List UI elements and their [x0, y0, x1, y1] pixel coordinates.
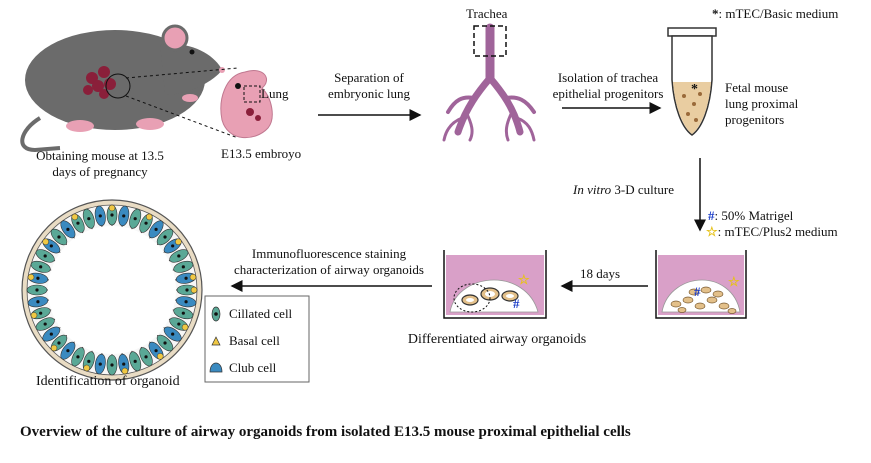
fetal-label-line-1: Fetal mouse [725, 80, 789, 95]
embryo-icon [220, 70, 273, 139]
organoid-basal-cell [181, 323, 189, 331]
legend-basal-label: Basal cell [229, 333, 280, 348]
lung-box [243, 85, 261, 103]
organoid-basal-cell [108, 204, 116, 212]
organoid-basal-cell [83, 364, 90, 372]
well-right-hash: # [694, 284, 701, 299]
fetal-label-line-2: lung proximal [725, 96, 799, 111]
organoid-basal-cell [50, 344, 58, 352]
organoid-basal-cell [71, 213, 79, 221]
well-middle-hash: # [513, 296, 520, 311]
fetal-label-line-3: progenitors [725, 112, 785, 127]
organoid-basal-cell [190, 286, 198, 294]
isolation-label-line-1: Isolation of trachea [557, 70, 659, 85]
organoid-basal-cell [42, 238, 49, 246]
zoom-line-top [125, 67, 239, 79]
organoid-basal-cell [30, 312, 38, 319]
matrigel-note: #: 50% Matrigel [708, 208, 794, 223]
separation-label-line-1: Separation of [334, 70, 404, 85]
culture-well-middle [443, 250, 547, 319]
uterus-embryos-icon [83, 66, 116, 99]
differentiated-label: Differentiated airway organoids [407, 332, 587, 347]
in-vitro-label: In vitro 3-D culture [573, 182, 674, 197]
hash-symbol: # [708, 208, 715, 223]
basic-medium-note: *: mTEC/Basic medium [712, 6, 839, 21]
zoom-line-bottom [125, 95, 239, 139]
tube-asterisk: * [691, 82, 698, 97]
identification-label: Identification of organoid [36, 374, 180, 389]
organoid-basal-cell [156, 353, 164, 360]
cell-legend-box [204, 295, 310, 383]
legend-ciliated-label: Cillated cell [229, 306, 293, 321]
pregnant-mouse-icon [20, 24, 225, 153]
organoid-basal-cell [145, 213, 153, 221]
immuno-label-line-2: characterization of airway organoids [234, 262, 424, 277]
asterisk-symbol: * [712, 6, 719, 21]
well-middle-star: ☆ [518, 272, 530, 287]
days-label: 18 days [580, 266, 621, 281]
separation-label-line-2: embryonic lung [328, 86, 410, 101]
trachea-box [473, 25, 507, 57]
immuno-label-line-1: Immunofluorescence staining [251, 246, 407, 261]
centrifuge-tube-icon [667, 27, 717, 136]
well-right-star: ☆ [728, 274, 740, 289]
plus2-medium-note: ☆: mTEC/Plus2 medium [706, 224, 838, 239]
star-symbol: ☆ [706, 224, 718, 239]
mouse-caption-line-1: Obtaining mouse at 13.5 [36, 148, 164, 163]
legend-club-label: Club cell [229, 360, 277, 375]
trachea-lung-icon [442, 23, 536, 142]
isolation-label-line-2: epithelial progenitors [552, 86, 664, 101]
mouse-caption-line-2: days of pregnancy [52, 164, 148, 179]
organoid-basal-cell [189, 273, 197, 281]
embryo-label: E13.5 embroyo [221, 146, 302, 161]
basal-cell-icon [211, 336, 221, 346]
ciliated-cell-icon [211, 306, 221, 322]
organoid-basal-cell [121, 367, 129, 375]
zoom-circle [105, 73, 131, 99]
organoid-cross-section [21, 199, 203, 381]
figure-caption: Overview of the culture of airway organo… [20, 424, 631, 440]
lung-label: Lung [261, 86, 289, 101]
organoid-basal-cell [27, 273, 35, 281]
organoid-basal-cell [175, 238, 182, 246]
club-cell-icon [209, 362, 223, 373]
culture-well-right [655, 250, 747, 319]
trachea-label: Trachea [466, 6, 508, 21]
